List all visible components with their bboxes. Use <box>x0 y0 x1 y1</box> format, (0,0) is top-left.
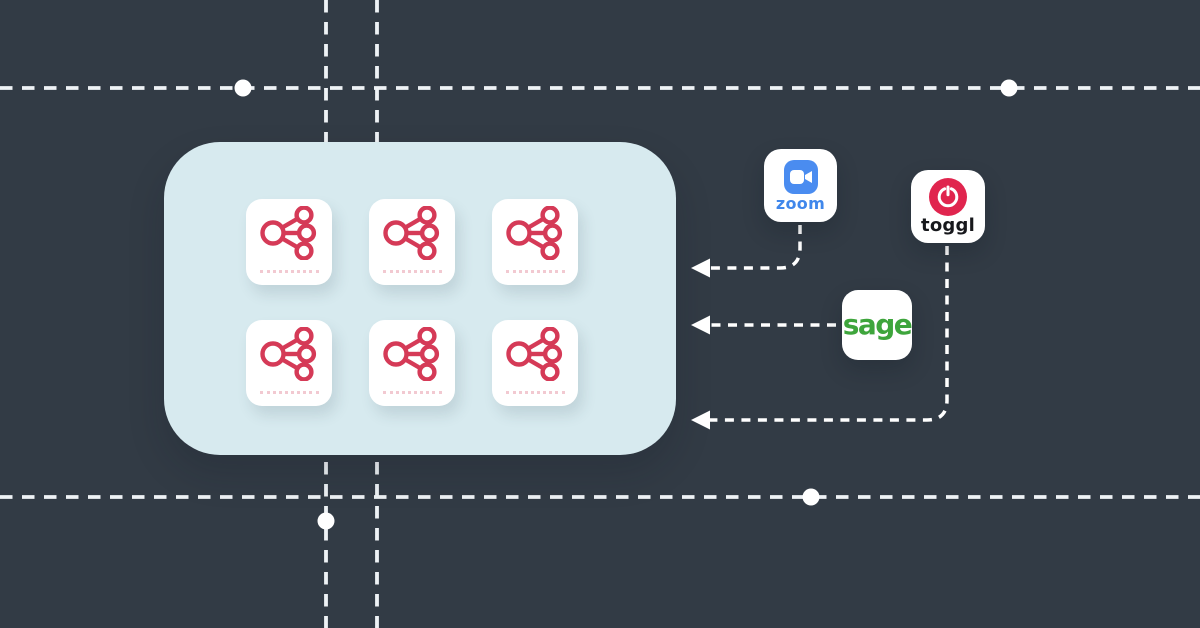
toggl-power-icon <box>929 178 967 216</box>
grid-dot <box>802 488 820 506</box>
arrow-path-from-toggl <box>708 246 949 422</box>
grid-dot <box>234 79 252 97</box>
zoom-camera-icon <box>783 160 818 194</box>
integration-card <box>246 199 332 285</box>
integration-card <box>492 320 578 406</box>
card-underline <box>259 270 319 273</box>
zoom-app-icon: zoom <box>764 149 837 222</box>
grid-dot <box>317 512 335 530</box>
sage-label: sage <box>842 308 913 341</box>
sage-app-icon: sage <box>842 290 913 360</box>
card-underline <box>259 391 319 394</box>
share-nodes-icon <box>506 206 563 260</box>
card-underline <box>505 270 565 273</box>
integration-card <box>492 199 578 285</box>
arrowhead-icon <box>691 258 710 278</box>
arrowhead-icon <box>691 315 710 335</box>
share-nodes-icon <box>383 327 440 381</box>
integration-card <box>369 320 455 406</box>
arrow-path-from-zoom <box>708 225 802 270</box>
share-nodes-icon <box>260 327 317 381</box>
card-underline <box>382 391 442 394</box>
card-underline <box>382 270 442 273</box>
integration-card <box>369 199 455 285</box>
integration-card <box>246 320 332 406</box>
grid-dot <box>1000 79 1018 97</box>
card-underline <box>505 391 565 394</box>
share-nodes-icon <box>506 327 563 381</box>
zoom-label: zoom <box>775 194 826 213</box>
integrations-panel <box>164 142 676 455</box>
toggl-label: toggl <box>921 215 975 236</box>
share-nodes-icon <box>260 206 317 260</box>
share-nodes-icon <box>383 206 440 260</box>
toggl-app-icon: toggl <box>911 170 985 243</box>
arrowhead-icon <box>691 410 710 430</box>
card-grid <box>246 199 594 406</box>
